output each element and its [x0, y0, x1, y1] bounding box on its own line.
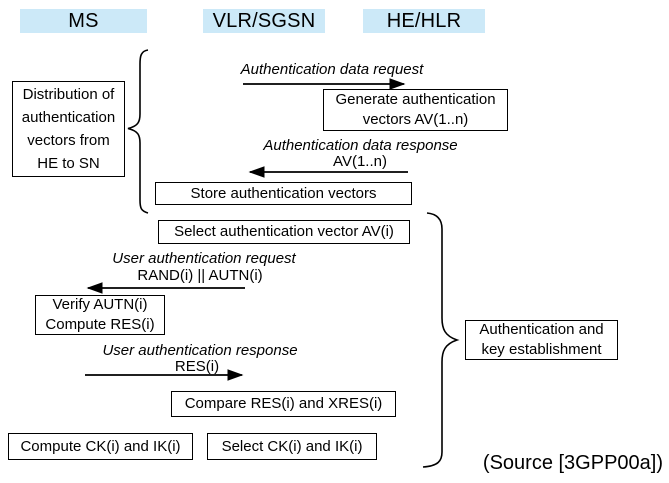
msg-user-auth-request-param: RAND(i) || AUTN(i)	[137, 267, 263, 284]
entity-header-vlr-sgsn: VLR/SGSN	[203, 9, 325, 33]
msg-user-auth-response-param: RES(i)	[174, 358, 220, 375]
box-auth-key-line1: Authentication and	[479, 321, 604, 338]
box-select-ck-ik: Select CK(i) and IK(i)	[207, 433, 377, 460]
left-brace	[127, 49, 149, 214]
msg-auth-data-request-label: Authentication data request	[240, 61, 424, 78]
box-distribution-phase: Distribution of authentication vectors f…	[12, 81, 125, 177]
entity-header-ms: MS	[20, 9, 147, 33]
box-distribution-line3: vectors from	[27, 132, 110, 149]
box-compare-label: Compare RES(i) and XRES(i)	[184, 395, 383, 412]
box-compute-ck-label: Compute CK(i) and IK(i)	[20, 437, 181, 455]
box-select-ck-label: Select CK(i) and IK(i)	[221, 437, 363, 455]
box-store-vectors: Store authentication vectors	[155, 182, 412, 205]
msg-auth-data-response-param: AV(1..n)	[333, 153, 387, 170]
box-compute-ck-ik: Compute CK(i) and IK(i)	[8, 433, 193, 460]
box-auth-key-establishment: Authentication and key establishment	[465, 320, 618, 360]
msg-user-auth-response-label: User authentication response	[102, 342, 298, 359]
box-select-vector: Select authentication vector AV(i)	[158, 220, 410, 244]
msg-auth-data-response-label: Authentication data response	[263, 137, 458, 154]
box-generate-line2: vectors AV(1..n)	[362, 111, 469, 128]
box-distribution-line1: Distribution of	[22, 86, 115, 103]
box-generate-vectors: Generate authentication vectors AV(1..n)	[323, 89, 508, 131]
box-generate-line1: Generate authentication	[335, 91, 496, 108]
box-auth-key-line2: key establishment	[481, 341, 602, 358]
box-select-vector-label: Select authentication vector AV(i)	[174, 223, 394, 240]
entity-label-he-hlr: HE/HLR	[386, 9, 462, 32]
entity-label-vlr-sgsn: VLR/SGSN	[212, 9, 316, 32]
entity-label-ms: MS	[68, 9, 99, 32]
entity-header-he-hlr: HE/HLR	[363, 9, 485, 33]
source-citation: (Source [3GPP00a])	[482, 452, 663, 474]
msg-user-auth-request-label: User authentication request	[112, 250, 296, 267]
box-verify-line1: Verify AUTN(i)	[52, 296, 148, 313]
box-distribution-line2: authentication	[21, 109, 116, 126]
right-brace	[422, 212, 460, 468]
box-compare-res: Compare RES(i) and XRES(i)	[171, 391, 396, 417]
box-distribution-line4: HE to SN	[37, 155, 100, 172]
box-verify-line2: Compute RES(i)	[45, 316, 155, 333]
box-verify-compute: Verify AUTN(i) Compute RES(i)	[35, 295, 165, 335]
box-store-label: Store authentication vectors	[190, 184, 377, 202]
